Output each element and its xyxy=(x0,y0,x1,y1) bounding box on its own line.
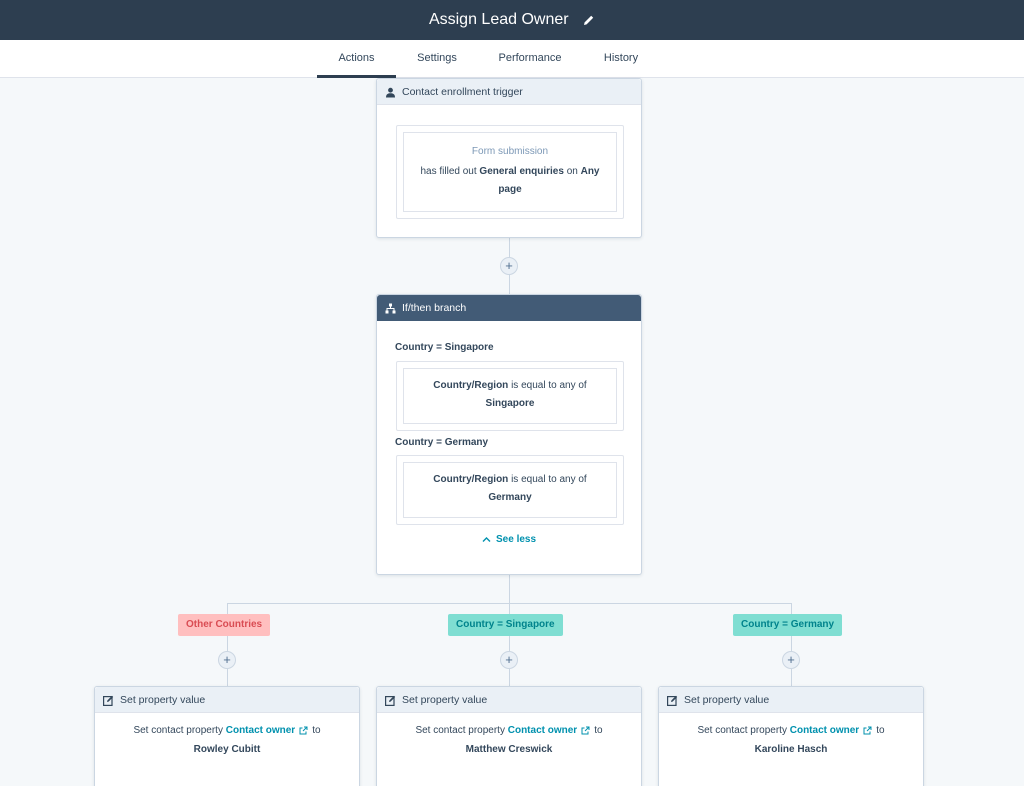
trigger-card-header: Contact enrollment trigger xyxy=(377,79,641,105)
branch-tag-other: Other Countries xyxy=(178,614,271,636)
branch-condition-box[interactable]: Country/Region is equal to any of German… xyxy=(396,455,624,525)
trigger-filter-box[interactable]: Form submission has filled out General e… xyxy=(396,125,624,219)
tab-settings[interactable]: Settings xyxy=(417,52,457,64)
plus-icon: + xyxy=(505,258,513,273)
workflow-title[interactable]: Assign Lead Owner xyxy=(428,11,569,28)
add-action-button[interactable]: + xyxy=(500,651,518,669)
edit-property-icon xyxy=(103,695,114,706)
set-property-card[interactable]: Set property value Set contact property … xyxy=(94,686,360,786)
tab-history[interactable]: History xyxy=(603,52,639,64)
plus-icon: + xyxy=(787,652,795,667)
external-link-icon[interactable] xyxy=(863,726,872,735)
pencil-icon[interactable] xyxy=(583,14,595,26)
action-card-header: Set property value xyxy=(95,687,359,713)
trigger-description: has filled out General enquiries on Any … xyxy=(420,166,600,195)
branch-condition-title: Country = Germany xyxy=(395,437,489,448)
connector-line xyxy=(509,603,510,686)
connector-line xyxy=(509,575,510,604)
branch-condition-box[interactable]: Country/Region is equal to any of Singap… xyxy=(396,361,624,431)
external-link-icon[interactable] xyxy=(299,726,308,735)
plus-icon: + xyxy=(505,652,513,667)
action-card-header: Set property value xyxy=(659,687,923,713)
set-property-card[interactable]: Set property value Set contact property … xyxy=(658,686,924,786)
connector-line xyxy=(227,603,228,686)
external-link-icon[interactable] xyxy=(581,726,590,735)
add-action-button[interactable]: + xyxy=(500,257,518,275)
edit-property-icon xyxy=(667,695,678,706)
chevron-up-icon xyxy=(482,536,491,542)
action-card-header: Set property value xyxy=(377,687,641,713)
top-bar: Assign Lead Owner xyxy=(0,0,1024,40)
trigger-type-label: Form submission xyxy=(471,146,549,157)
property-link[interactable]: Contact owner xyxy=(789,725,860,736)
set-property-card[interactable]: Set property value Set contact property … xyxy=(376,686,642,786)
enrollment-trigger-card[interactable]: Contact enrollment trigger Form submissi… xyxy=(376,78,642,238)
action-card-title: Set property value xyxy=(402,694,488,707)
tab-actions[interactable]: Actions xyxy=(317,40,396,78)
add-action-button[interactable]: + xyxy=(218,651,236,669)
branch-tag-germany: Country = Germany xyxy=(733,614,843,636)
branch-card-title: If/then branch xyxy=(402,302,467,315)
if-then-branch-card[interactable]: If/then branch Country = Singapore Count… xyxy=(376,294,642,575)
plus-icon: + xyxy=(223,652,231,667)
branch-tag-singapore: Country = Singapore xyxy=(448,614,563,636)
trigger-card-title: Contact enrollment trigger xyxy=(402,86,523,99)
add-action-button[interactable]: + xyxy=(782,651,800,669)
workflow-title-area[interactable]: Assign Lead Owner xyxy=(0,0,1024,40)
action-card-title: Set property value xyxy=(684,694,770,707)
edit-property-icon xyxy=(385,695,396,706)
tab-performance[interactable]: Performance xyxy=(498,52,562,64)
branch-icon xyxy=(385,303,396,314)
action-card-title: Set property value xyxy=(120,694,206,707)
property-link[interactable]: Contact owner xyxy=(507,725,578,736)
see-less-link[interactable]: See less xyxy=(482,534,536,545)
connector-line xyxy=(791,603,792,686)
property-link[interactable]: Contact owner xyxy=(225,725,296,736)
branch-condition-title: Country = Singapore xyxy=(395,342,494,353)
tab-bar: Actions Settings Performance History xyxy=(0,40,1024,78)
contact-icon xyxy=(386,87,395,98)
branch-card-header: If/then branch xyxy=(377,295,641,321)
